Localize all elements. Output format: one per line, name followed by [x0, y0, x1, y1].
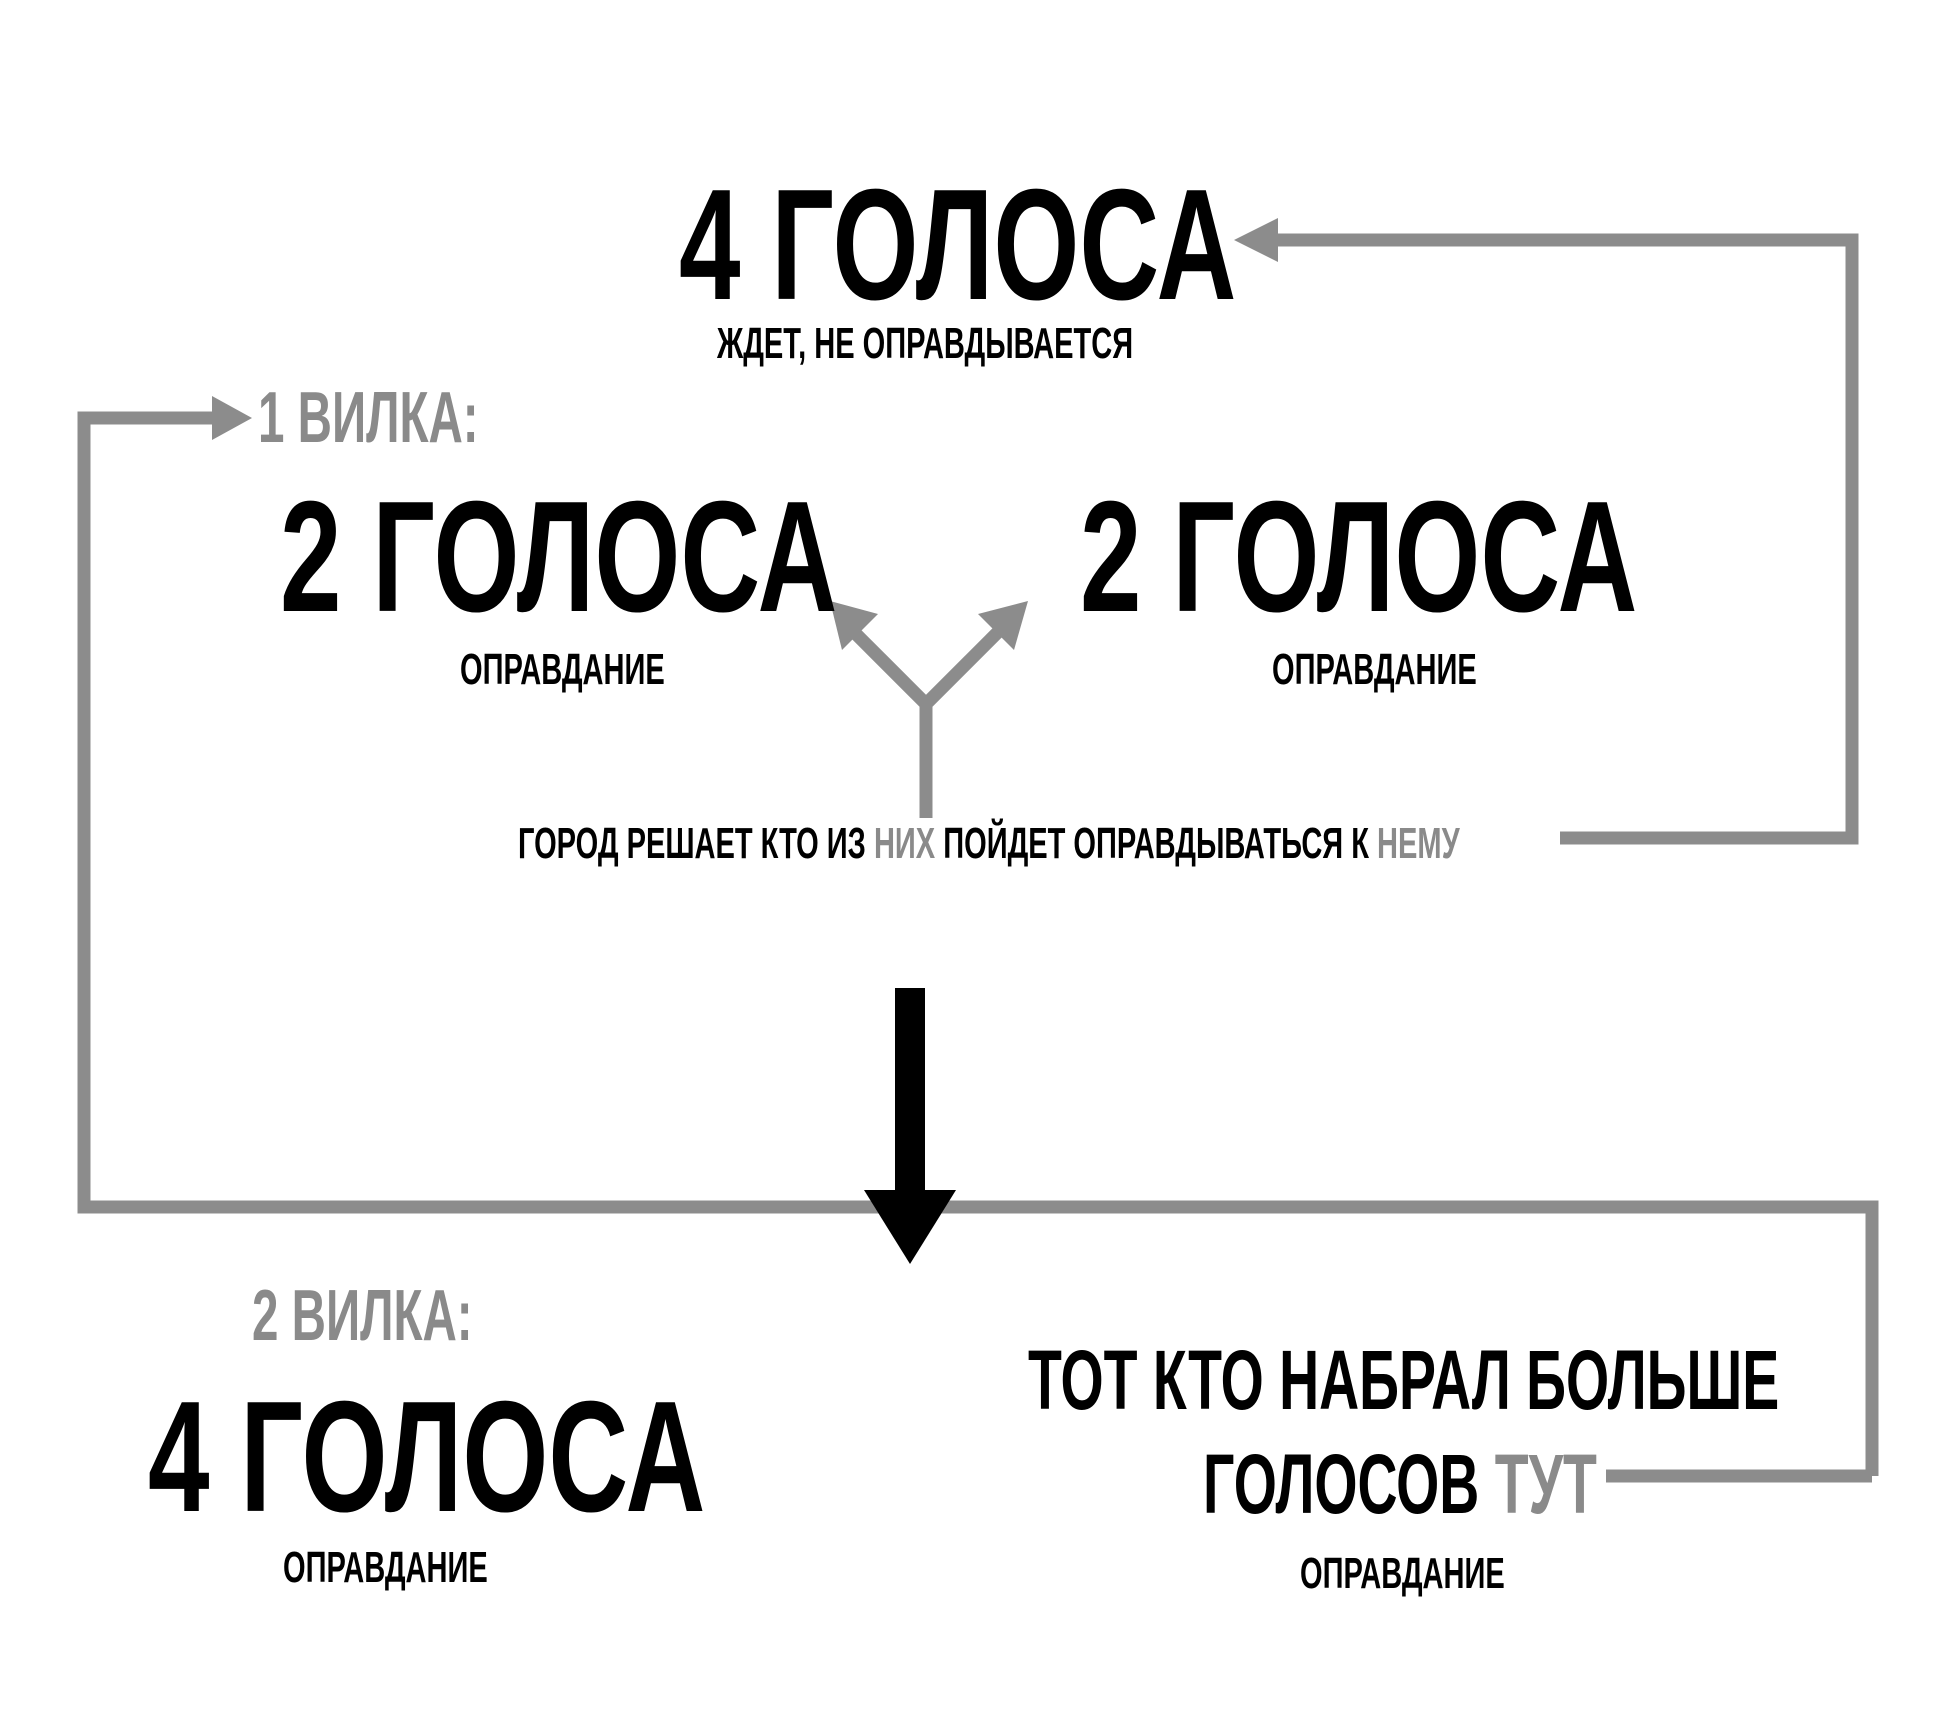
arrow-to-top-connector [1275, 233, 1859, 845]
decision-part3: ПОЙДЕТ ОПРАВДЫВАТЬСЯ К [935, 819, 1378, 868]
arrow-to-top-head [1234, 218, 1278, 262]
top-votes-subtitle: ЖДЕТ, НЕ ОПРАВДЫВАЕТСЯ [717, 319, 1134, 368]
fork2-right-subtitle: ОПРАВДАНИЕ [1300, 1549, 1505, 1598]
arrow-to-fork1-connector [77, 411, 1879, 1476]
fork2-right-line2a: ГОЛОСОВ [1203, 1437, 1495, 1531]
fork1-right-subtitle: ОПРАВДАНИЕ [1272, 645, 1477, 694]
fork2-left-title: 4 ГОЛОСА [148, 1369, 706, 1545]
top-votes-title: 4 ГОЛОСА [679, 157, 1237, 333]
fork2-left-subtitle: ОПРАВДАНИЕ [283, 1543, 488, 1592]
fork1-left-title: 2 ГОЛОСА [280, 469, 838, 645]
fork-right-branch [921, 627, 1003, 709]
fork2-right-line2b: ТУТ [1494, 1437, 1597, 1531]
fork-left-arrowhead [830, 601, 878, 650]
down-arrow-head [864, 1190, 956, 1264]
fork2-label: 2 ВИЛКА: [252, 1276, 473, 1356]
fork1-left-subtitle: ОПРАВДАНИЕ [460, 645, 665, 694]
decision-part2: НИХ [873, 819, 936, 868]
fork1-decision-text: ГОРОД РЕШАЕТ КТО ИЗ НИХ ПОЙДЕТ ОПРАВДЫВА… [518, 822, 1460, 866]
arrow-to-fork1-head [212, 396, 252, 440]
fork1-right-title: 2 ГОЛОСА [1080, 469, 1638, 645]
down-arrow-shaft [895, 988, 925, 1198]
fork-right-arrowhead [978, 601, 1028, 650]
decision-part1: ГОРОД РЕШАЕТ КТО ИЗ [518, 819, 874, 868]
fork2-right-line1: ТОТ КТО НАБРАЛ БОЛЬШЕ [1028, 1333, 1780, 1427]
fork-left-branch [851, 629, 931, 709]
fork1-label: 1 ВИЛКА: [258, 378, 479, 458]
fork2-right-line2: ГОЛОСОВ ТУТ [1203, 1442, 1597, 1526]
decision-part4: НЕМУ [1377, 819, 1460, 868]
